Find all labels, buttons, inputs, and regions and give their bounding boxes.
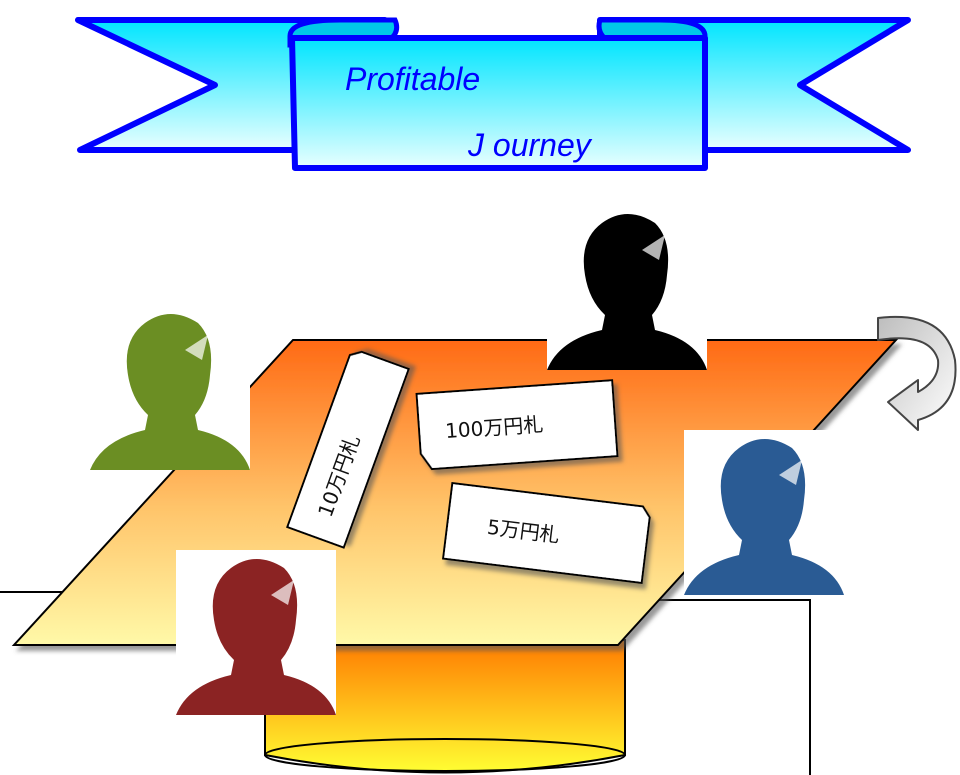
table-drum [264, 639, 626, 774]
banner-center [289, 35, 708, 171]
banner-title-line1: Profitable [345, 61, 480, 97]
player-blue[interactable] [684, 430, 844, 595]
person-silhouette-icon [547, 214, 707, 370]
card-10man[interactable]: 10万円札 [286, 348, 410, 549]
person-silhouette-icon [684, 439, 844, 595]
title-banner: Profitable J ourney [75, 17, 911, 171]
stand-right-outline [640, 599, 811, 775]
player-black[interactable] [547, 205, 707, 370]
card-5man[interactable]: 5万円札 [441, 481, 651, 585]
person-silhouette-icon [90, 314, 250, 470]
person-silhouette-icon [176, 559, 336, 715]
player-red[interactable] [176, 550, 336, 715]
player-green[interactable] [90, 305, 250, 470]
turn-arrow-icon [877, 316, 957, 431]
banner-title-line2: J ourney [467, 127, 593, 163]
card-100man[interactable]: 100万円札 [415, 379, 619, 471]
table-stand [0, 591, 811, 775]
